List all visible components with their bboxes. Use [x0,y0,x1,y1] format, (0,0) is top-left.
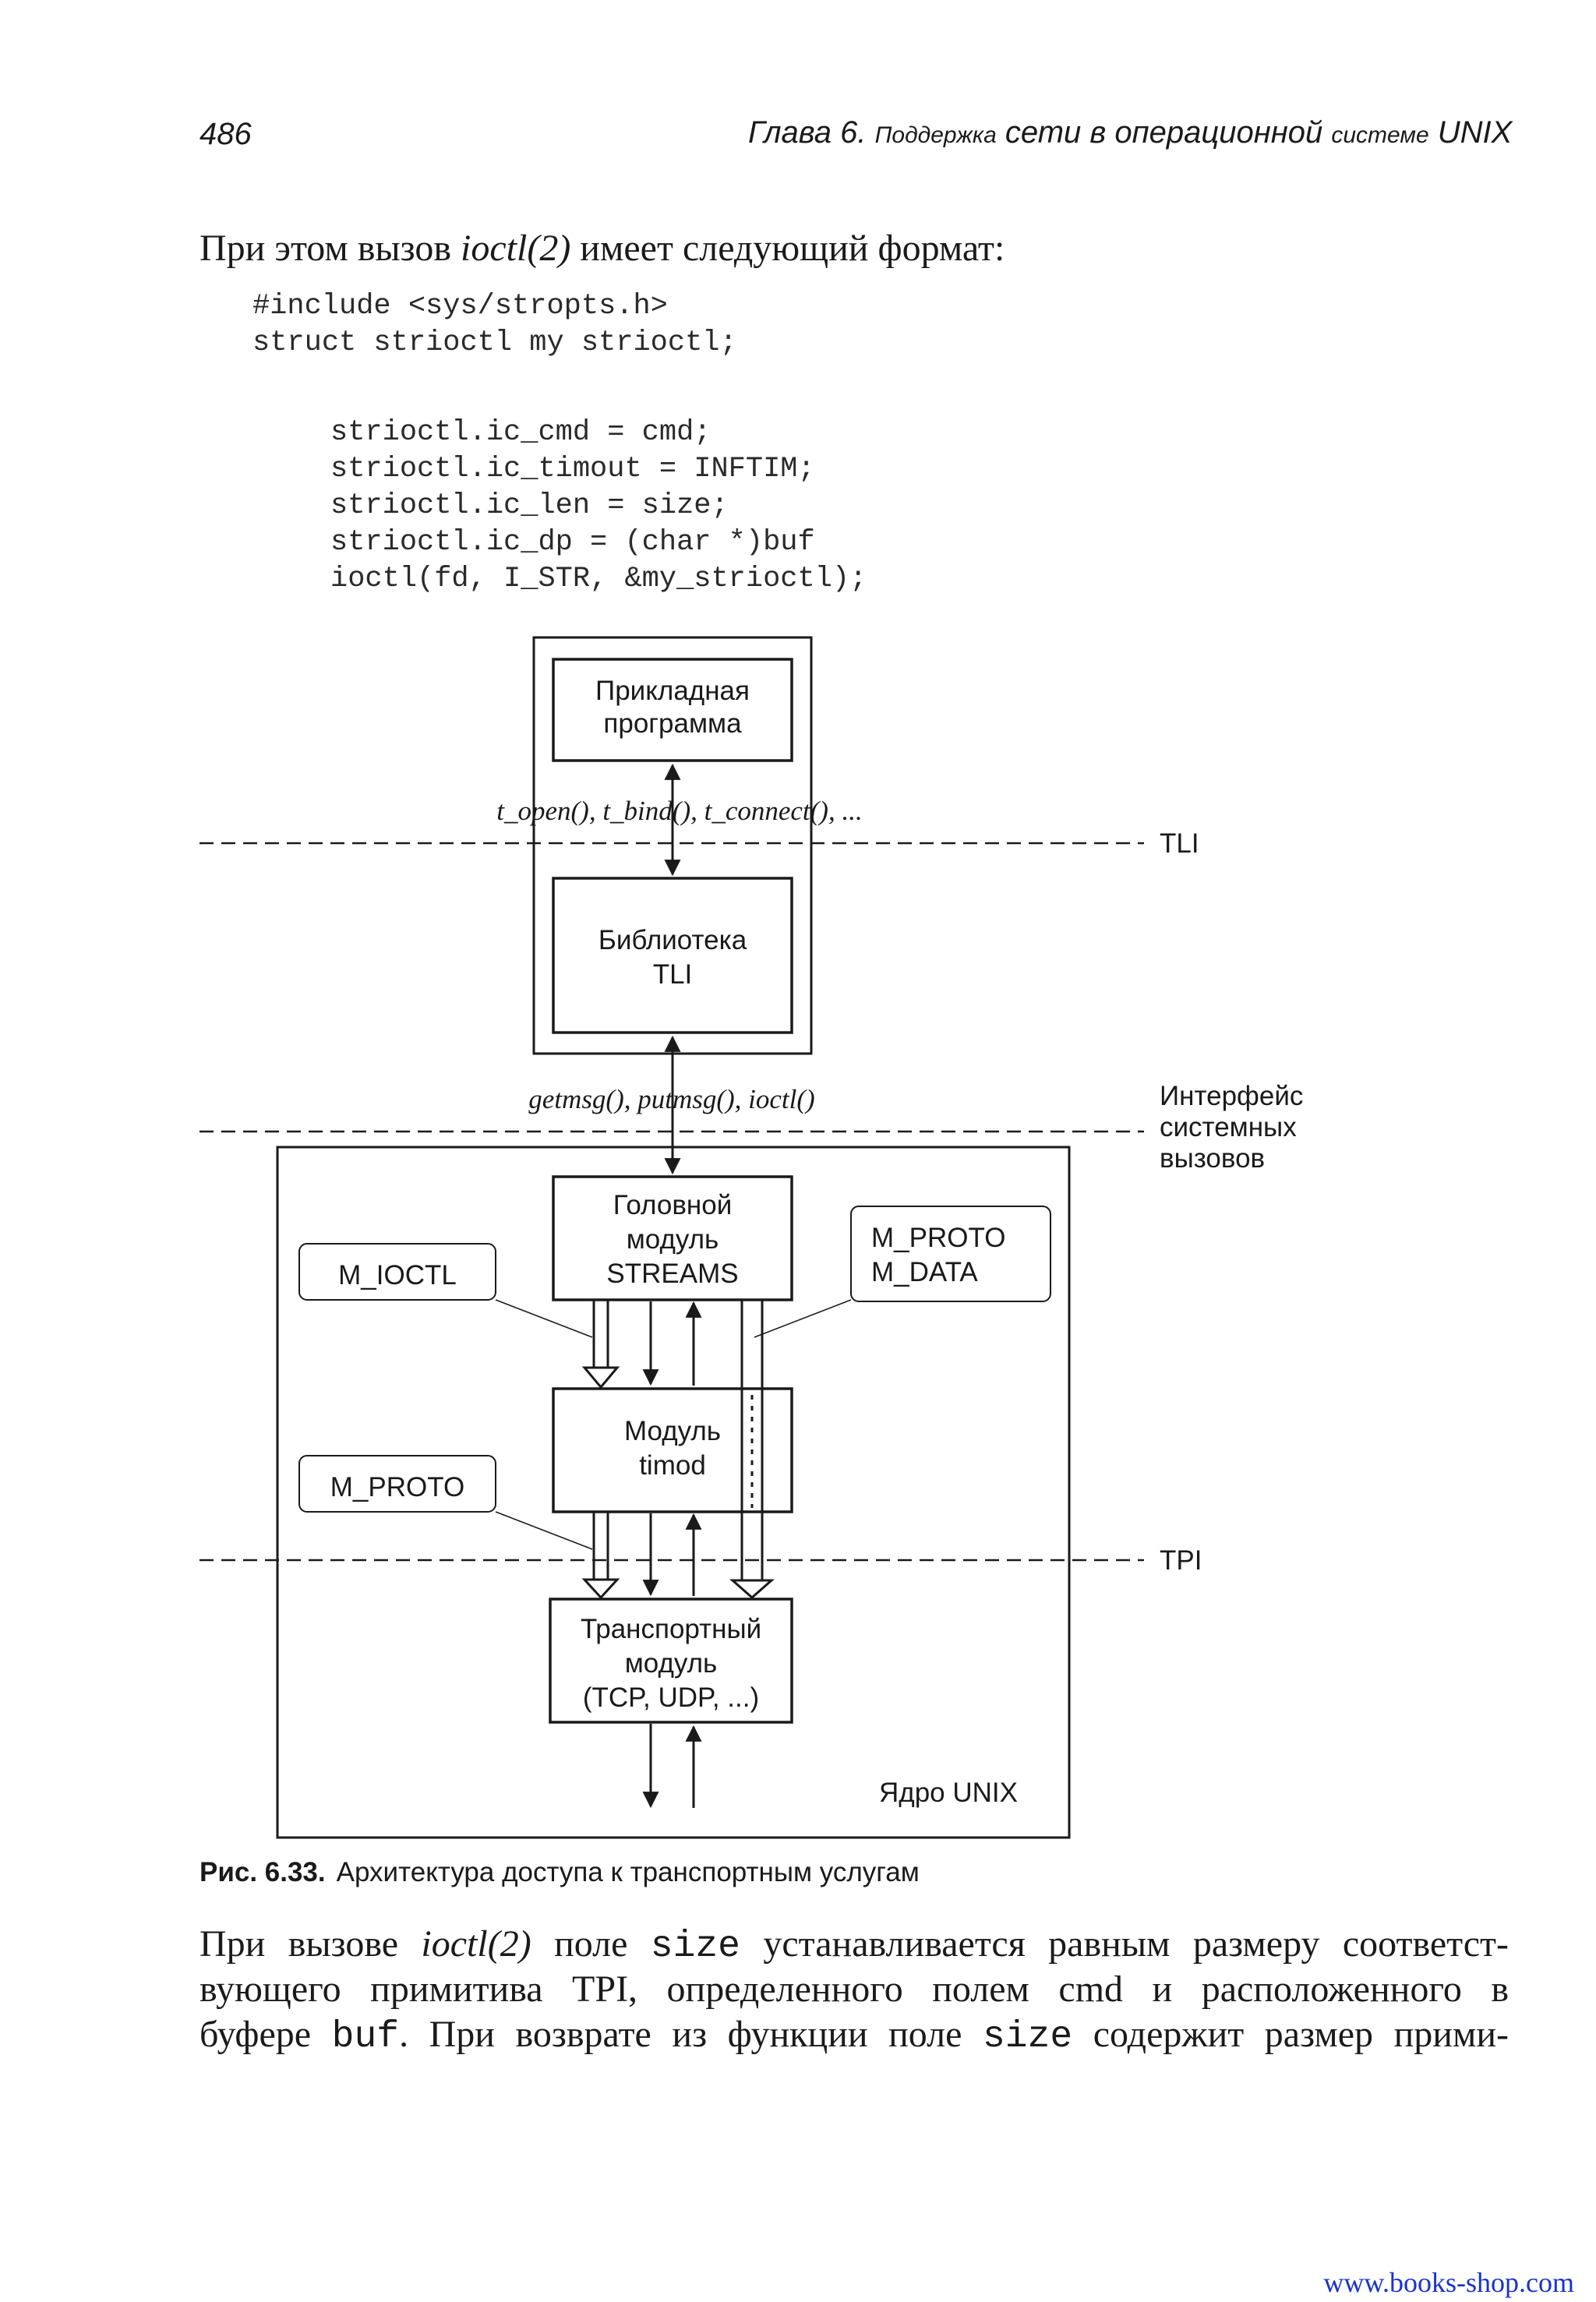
lib-label-2: TLI [653,959,693,990]
body-line-3: буфере buf. При возврате из функции поле… [200,2012,1509,2060]
app-label-1: Прикладная [595,676,750,706]
m-proto-data-label-2: M_DATA [871,1257,978,1287]
hollow-arrow-head [581,1366,620,1389]
header-end: UNIX [1437,115,1513,150]
figure-caption: Рис. 6.33. Архитектура доступа к транспор… [200,1857,920,1888]
intro-func: ioctl(2) [461,228,571,269]
figure-number: Рис. 6.33. [200,1857,326,1887]
hollow-arrow-head [581,1578,620,1600]
transport-label-2: модуль [625,1648,718,1679]
code-line: struct strioctl my strioctl; [252,327,737,359]
library-box [552,877,793,1034]
header-small-1: Поддержка [874,122,997,148]
header-small-2: системе [1331,122,1429,148]
running-header: Глава 6. Поддержка сети в операционной с… [748,115,1512,150]
text-run: . При возврате из функции поле [399,2014,983,2055]
m-proto-box [298,1455,496,1513]
syscall-iface-label-1: Интерфейс [1160,1081,1303,1111]
tpi-boundary-label: TPI [1160,1545,1202,1576]
transport-box [549,1598,793,1724]
text-run: устанавливается равным размеру соответст… [740,1923,1509,1965]
m-proto-data-label-1: M_PROTO [871,1223,1005,1253]
timod-label-1: Модуль [624,1416,721,1446]
app-box [552,658,793,762]
kernel-label: Ядро UNIX [879,1778,1018,1808]
inline-code: size [650,1926,740,1968]
lib-label-1: Библиотека [598,925,747,955]
leader-line [495,1511,593,1550]
header-big: сети в операционной [1005,115,1323,150]
chapter-label: Глава 6. [748,115,867,150]
code-line: #include <sys/stropts.h> [252,290,668,323]
text-run: поле [531,1923,651,1965]
syscall-iface-label-3: вызовов [1160,1143,1265,1174]
code-body: strioctl.ic_cmd = cmd; strioctl.ic_timout… [330,415,867,598]
m-proto-label: M_PROTO [330,1472,464,1502]
inline-code: buf [331,2016,400,2058]
text-run: содержит размер прими- [1072,2014,1509,2055]
code-line: ioctl(fd, I_STR, &my_strioctl); [330,563,867,595]
syscall-iface-label-2: системных [1160,1112,1297,1142]
code-line: strioctl.ic_len = size; [330,489,729,522]
leader-line [754,1299,852,1338]
transport-label-3: (TCP, UDP, ...) [583,1682,759,1713]
head-label-3: STREAMS [606,1259,738,1289]
figure-caption-text: Архитектура доступа к транспортным услуг… [336,1857,920,1887]
tli-boundary-label: TLI [1160,828,1199,859]
body-line-1: При вызове ioctl(2) поле size устанавлив… [200,1922,1509,1969]
head-module-box [552,1175,793,1301]
text-run: При вызове [200,1923,422,1965]
code-line: strioctl.ic_dp = (char *)buf [330,526,815,559]
syscall-calls-label: getmsg(), putmsg(), ioctl() [528,1084,814,1114]
tli-calls-label: t_open(), t_bind(), t_connect(), ... [496,796,862,826]
head-label-2: модуль [627,1224,719,1255]
footer-url[interactable]: www.books-shop.com [1323,2267,1574,2298]
leader-line [495,1299,593,1338]
m-ioctl-box [298,1243,496,1301]
code-line: strioctl.ic_cmd = cmd; [330,416,711,449]
timod-label-2: timod [639,1450,706,1481]
inline-code: size [982,2016,1073,2058]
intro-post: имеет следующий формат: [570,228,1005,269]
head-label-1: Головной [613,1190,733,1220]
body-line-2: вующего примитива TPI, определенного пол… [200,1968,1509,2010]
intro-pre: При этом вызов [200,228,461,269]
page-number: 486 [200,117,252,151]
m-ioctl-label: M_IOCTL [338,1260,457,1290]
code-line: strioctl.ic_timout = INFTIM; [330,453,815,485]
func-name: ioctl(2) [421,1923,531,1965]
data-arrow-head [729,1579,775,1599]
m-proto-data-box [850,1206,1051,1302]
intro-paragraph: При этом вызов ioctl(2) имеет следующий … [200,226,1509,270]
transport-label-1: Транспортный [581,1614,761,1644]
code-top: #include <sys/stropts.h> struct strioctl … [252,288,737,362]
timod-box [552,1387,793,1513]
text-run: буфере [200,2014,332,2055]
app-label-2: программа [603,708,742,739]
